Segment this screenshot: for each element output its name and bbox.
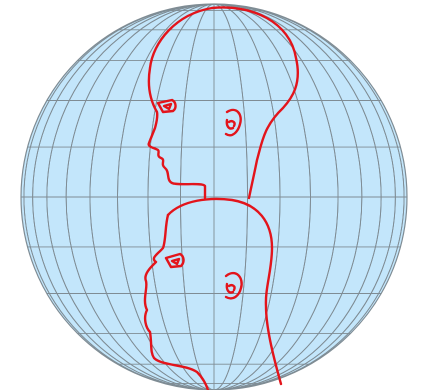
globe-illustration	[0, 0, 422, 390]
head-globe-diagram	[0, 0, 422, 390]
